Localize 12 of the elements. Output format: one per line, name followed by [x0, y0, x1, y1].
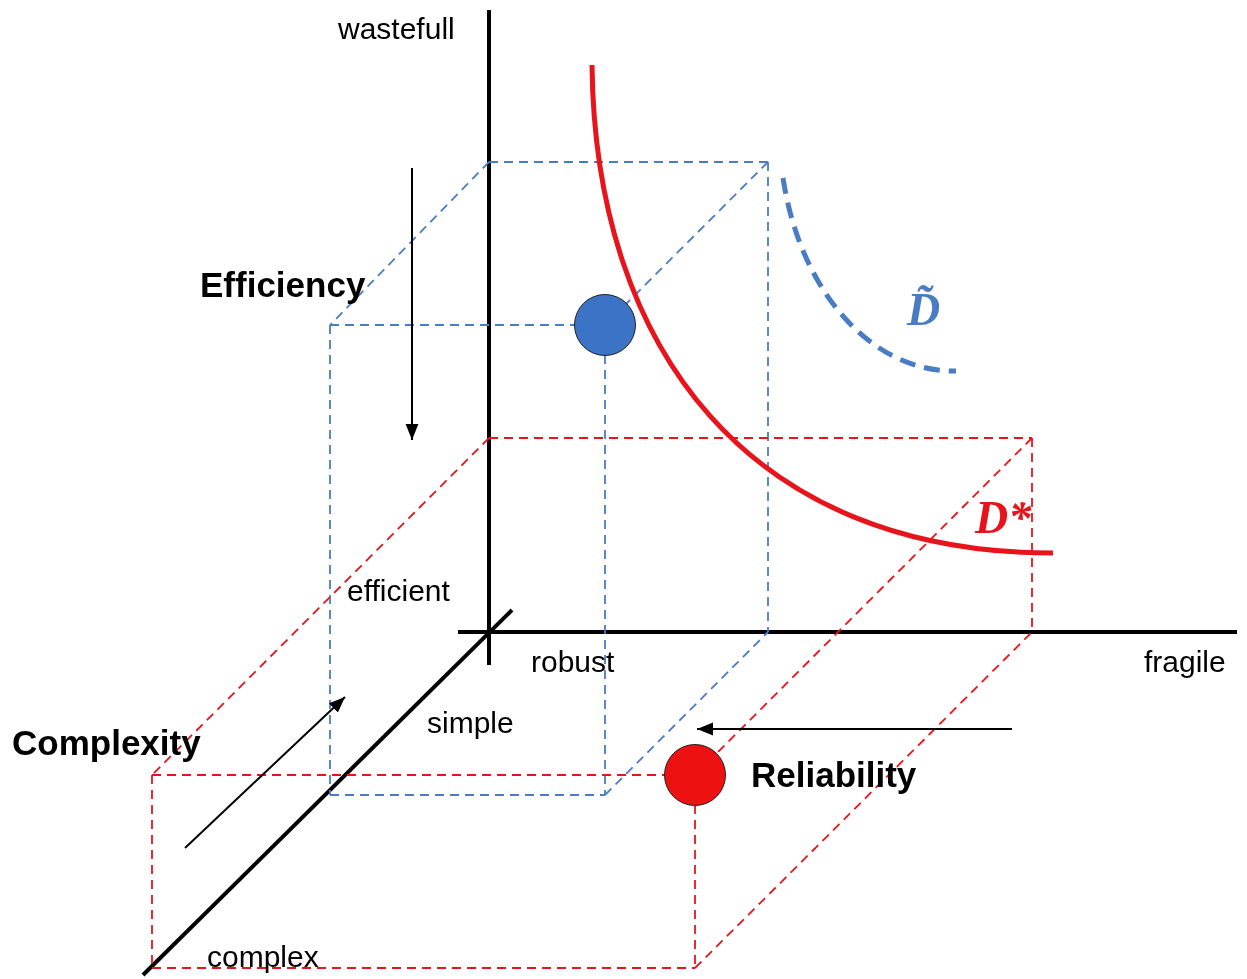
- axis-label: wastefull: [338, 14, 455, 44]
- arrow: [696, 722, 1013, 736]
- axis-label: robust: [531, 647, 615, 677]
- axis-label: efficient: [347, 576, 450, 606]
- curve-label: D̃: [907, 287, 941, 333]
- axis-label: complex: [207, 942, 319, 972]
- axis-label: fragile: [1144, 647, 1226, 677]
- axis-label: simple: [427, 708, 514, 738]
- dimension-label: Complexity: [12, 725, 201, 760]
- dimension-label: Reliability: [751, 757, 917, 792]
- curve-label: D*: [975, 495, 1032, 541]
- dimension-label: Efficiency: [200, 267, 366, 302]
